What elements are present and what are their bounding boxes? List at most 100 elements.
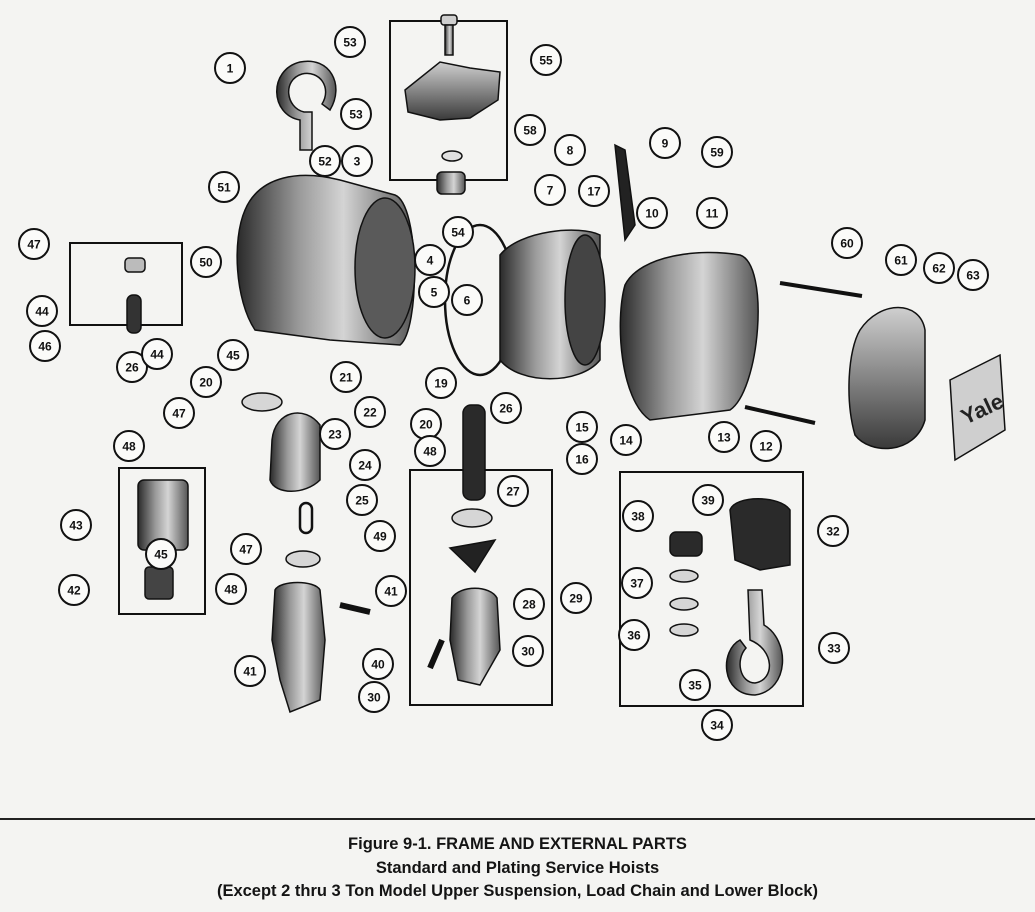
callout-27: 27 <box>497 475 529 507</box>
callout-circle <box>113 430 145 462</box>
callout-number: 4 <box>427 254 434 268</box>
callout-circle <box>534 174 566 206</box>
callout-number: 6 <box>464 294 471 308</box>
callout-53: 53 <box>334 26 366 58</box>
callout-circle <box>230 533 262 565</box>
callout-circle <box>215 573 247 605</box>
callout-circle <box>554 134 586 166</box>
lower-block-part <box>271 581 326 713</box>
callout-circle <box>692 484 724 516</box>
cable-part <box>614 143 636 243</box>
callout-number: 16 <box>575 453 589 467</box>
callout-circle <box>58 574 90 606</box>
callout-44: 44 <box>26 295 58 327</box>
callout-number: 22 <box>363 406 377 420</box>
callout-number: 51 <box>217 181 231 195</box>
callout-60: 60 <box>831 227 863 259</box>
end-cover-part <box>848 306 926 450</box>
lower-block-part-2 <box>449 587 501 686</box>
callout-circle <box>358 681 390 713</box>
callout-number: 47 <box>239 543 253 557</box>
guide-box <box>118 467 206 615</box>
callout-circle <box>636 197 668 229</box>
callout-21: 21 <box>330 361 362 393</box>
nameplate-part <box>949 353 1006 462</box>
callout-55: 55 <box>530 44 562 76</box>
callout-52: 52 <box>309 145 341 177</box>
callout-number: 38 <box>631 510 645 524</box>
callout-32: 32 <box>817 515 849 547</box>
callout-11: 11 <box>696 197 728 229</box>
callout-43: 43 <box>60 509 92 541</box>
callout-number: 15 <box>575 421 589 435</box>
callout-circle <box>701 709 733 741</box>
callout-circle <box>145 538 177 570</box>
callout-circle <box>319 418 351 450</box>
callout-circle <box>190 246 222 278</box>
callout-63: 63 <box>957 259 989 291</box>
callout-number: 59 <box>710 146 724 160</box>
callout-number: 49 <box>373 530 387 544</box>
callout-circle <box>362 648 394 680</box>
callout-34: 34 <box>701 709 733 741</box>
callout-22: 22 <box>354 396 386 428</box>
callout-circle <box>696 197 728 229</box>
callout-41: 41 <box>375 575 407 607</box>
callout-16: 16 <box>566 443 598 475</box>
block-pin-part <box>339 602 371 615</box>
callout-circle <box>60 509 92 541</box>
suspension-hook-part <box>276 60 337 151</box>
callout-circle <box>334 26 366 58</box>
callout-circle <box>957 259 989 291</box>
callout-40: 40 <box>362 648 394 680</box>
frame-opening-part <box>354 197 416 339</box>
callout-number: 47 <box>172 407 186 421</box>
callout-number: 46 <box>38 340 52 354</box>
callout-circle <box>514 114 546 146</box>
bolt-shank-part <box>444 24 454 56</box>
callout-1: 1 <box>214 52 246 84</box>
callout-number: 55 <box>539 54 553 68</box>
callout-number: 14 <box>619 434 633 448</box>
callout-circle <box>513 588 545 620</box>
callout-circle <box>414 244 446 276</box>
callout-circle <box>18 228 50 260</box>
callout-number: 26 <box>125 361 139 375</box>
chain-link-part <box>124 257 146 273</box>
callout-30: 30 <box>512 635 544 667</box>
hook-nut-part <box>669 531 703 557</box>
callout-circle <box>679 669 711 701</box>
callout-7: 7 <box>534 174 566 206</box>
callout-61: 61 <box>885 244 917 276</box>
callout-51: 51 <box>208 171 240 203</box>
callout-45: 45 <box>145 538 177 570</box>
chain-link-part-2 <box>298 501 314 535</box>
callout-circle <box>818 632 850 664</box>
callout-number: 52 <box>318 155 332 169</box>
nut-part <box>436 171 466 195</box>
callout-number: 11 <box>706 207 719 221</box>
hook-block-part <box>729 498 791 571</box>
callout-circle <box>354 396 386 428</box>
callout-49: 49 <box>364 520 396 552</box>
callout-number: 34 <box>710 719 724 733</box>
callout-62: 62 <box>923 252 955 284</box>
callout-number: 48 <box>122 440 136 454</box>
callout-47: 47 <box>230 533 262 565</box>
callout-number: 44 <box>35 305 49 319</box>
callout-circle <box>163 397 195 429</box>
callout-number: 44 <box>150 348 164 362</box>
callout-number: 30 <box>521 645 535 659</box>
callout-19: 19 <box>425 367 457 399</box>
callout-53: 53 <box>340 98 372 130</box>
callout-30: 30 <box>358 681 390 713</box>
hook-block-box <box>619 471 804 707</box>
callout-number: 32 <box>826 525 840 539</box>
callout-circle <box>530 44 562 76</box>
callout-number: 33 <box>827 642 841 656</box>
callout-circle <box>622 500 654 532</box>
callout-number: 36 <box>627 629 641 643</box>
callout-circle <box>885 244 917 276</box>
